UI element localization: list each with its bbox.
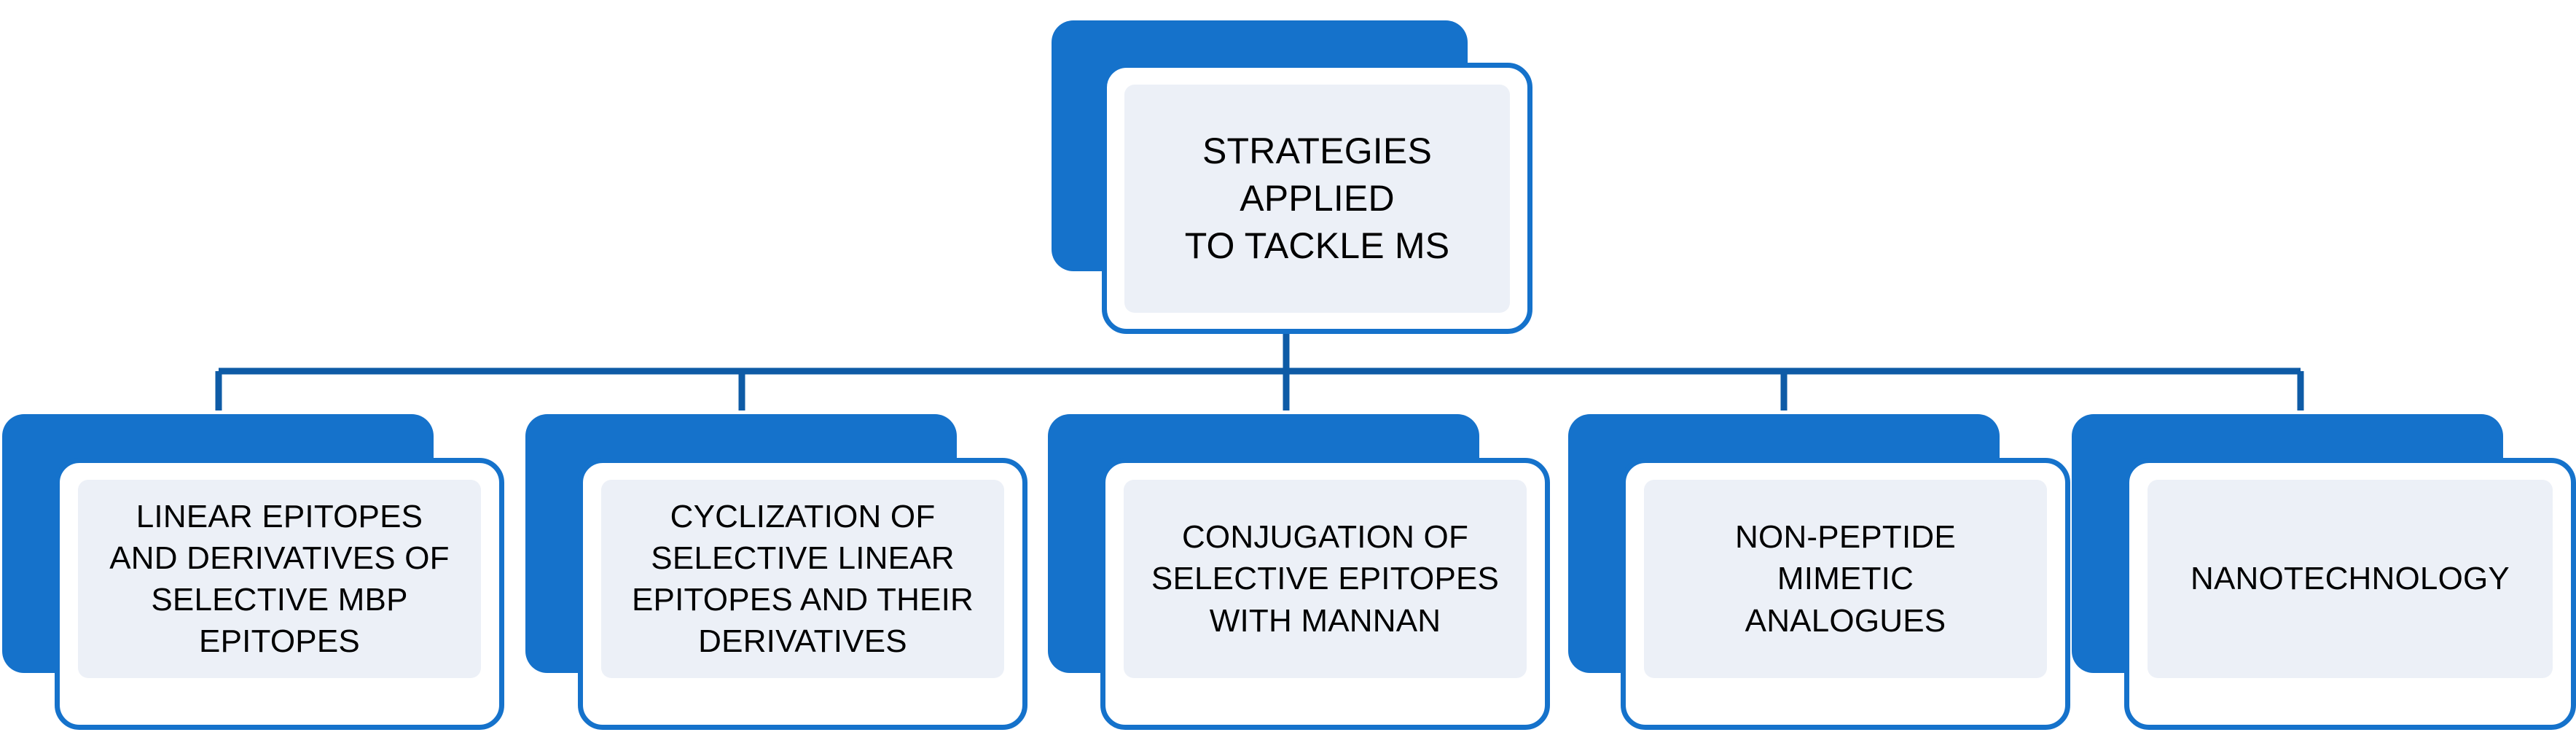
- node-label: NON-PEPTIDE MIMETIC ANALOGUES: [1735, 519, 1956, 639]
- node-label: CYCLIZATION OF SELECTIVE LINEAR EPITOPES…: [632, 498, 974, 660]
- node-linear-epitopes[interactable]: LINEAR EPITOPES AND DERIVATIVES OF SELEC…: [2, 414, 505, 730]
- node-label: LINEAR EPITOPES AND DERIVATIVES OF SELEC…: [109, 498, 450, 660]
- node-label: NANOTECHNOLOGY: [2191, 561, 2510, 597]
- node-panel: NANOTECHNOLOGY: [2148, 480, 2553, 678]
- node-label: CONJUGATION OF SELECTIVE EPITOPES WITH M…: [1151, 519, 1500, 639]
- node-panel: LINEAR EPITOPES AND DERIVATIVES OF SELEC…: [78, 480, 481, 678]
- node-root-strategies[interactable]: STRATEGIES APPLIED TO TACKLE MS: [1052, 20, 1532, 334]
- node-nanotechnology[interactable]: NANOTECHNOLOGY: [2072, 414, 2576, 730]
- node-panel: STRATEGIES APPLIED TO TACKLE MS: [1124, 85, 1510, 313]
- node-panel: CYCLIZATION OF SELECTIVE LINEAR EPITOPES…: [601, 480, 1004, 678]
- node-label: STRATEGIES APPLIED TO TACKLE MS: [1184, 131, 1450, 266]
- node-cyclization[interactable]: CYCLIZATION OF SELECTIVE LINEAR EPITOPES…: [525, 414, 1028, 730]
- node-non-peptide-mimetic[interactable]: NON-PEPTIDE MIMETIC ANALOGUES: [1568, 414, 2071, 730]
- node-panel: CONJUGATION OF SELECTIVE EPITOPES WITH M…: [1124, 480, 1527, 678]
- node-conjugation-mannan[interactable]: CONJUGATION OF SELECTIVE EPITOPES WITH M…: [1048, 414, 1551, 730]
- node-panel: NON-PEPTIDE MIMETIC ANALOGUES: [1644, 480, 2047, 678]
